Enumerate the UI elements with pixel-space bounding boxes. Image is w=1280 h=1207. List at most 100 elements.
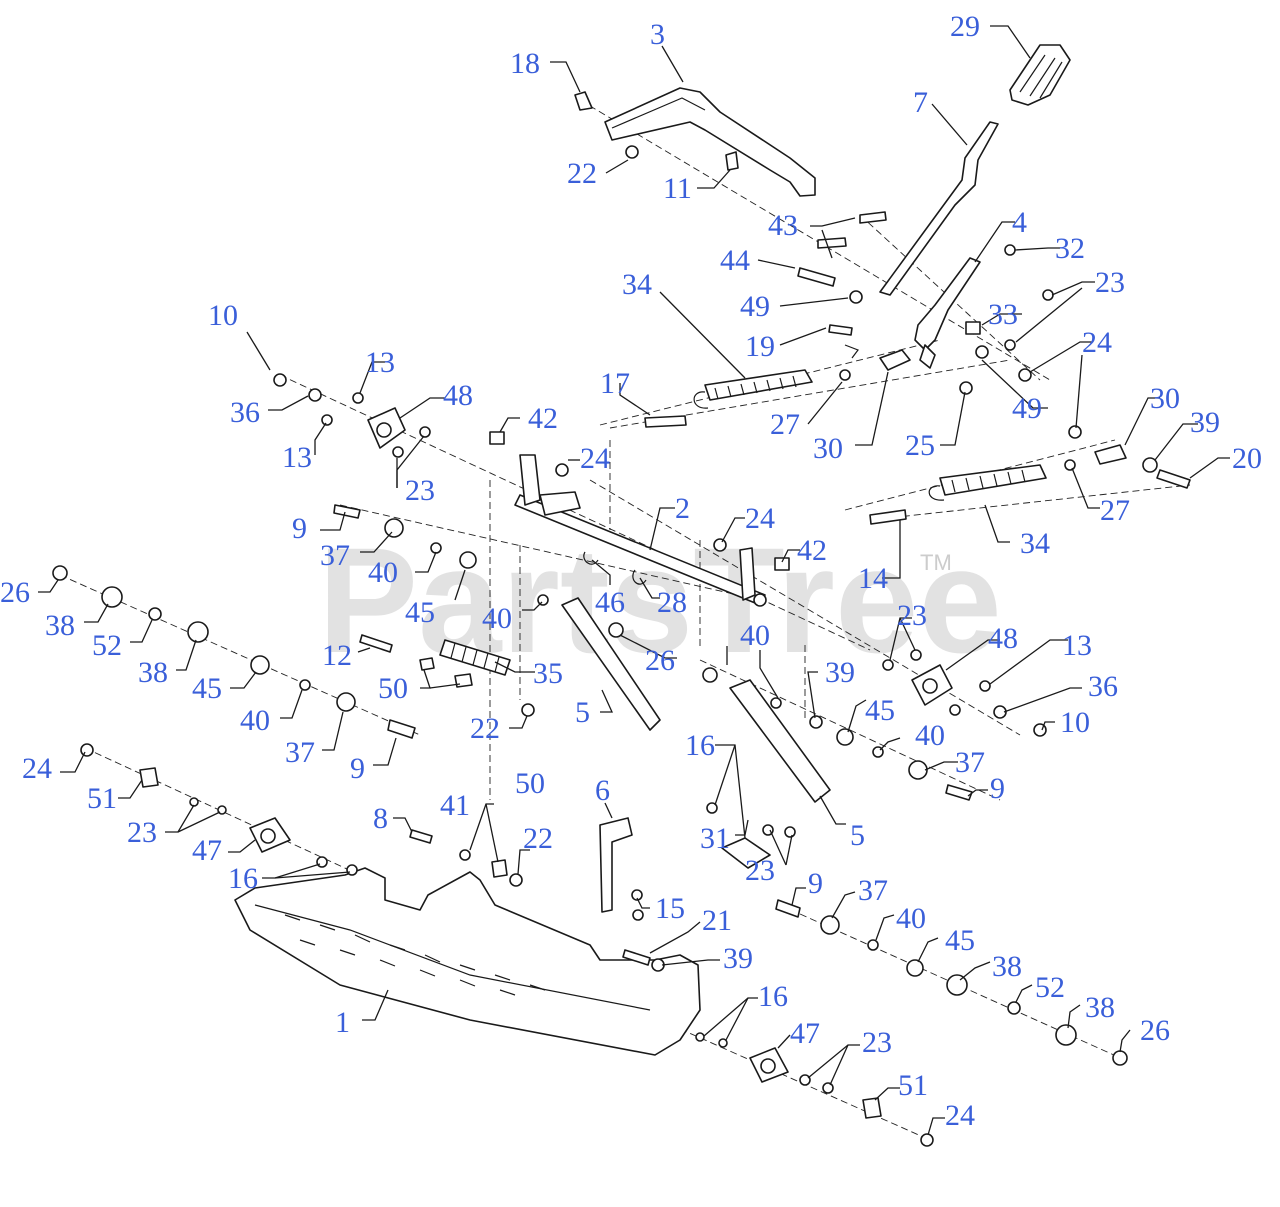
callout-42: 42 <box>528 402 558 435</box>
callout-13: 13 <box>1062 629 1092 662</box>
callout-11: 11 <box>663 172 692 205</box>
callout-14: 14 <box>858 562 888 595</box>
part-37-washer <box>908 760 928 780</box>
callout-23: 23 <box>405 474 435 507</box>
part-5-link-arm <box>729 679 831 803</box>
part-37-washer <box>820 915 840 935</box>
part-50-spacer <box>419 657 435 671</box>
part-40-washer <box>867 939 879 951</box>
part-6-bracket <box>599 817 633 913</box>
part-24-nut <box>80 743 94 757</box>
part-14-pin <box>869 509 907 525</box>
part-26-nut <box>1112 1050 1128 1066</box>
part-23-nut <box>882 659 894 671</box>
part-9-bolt <box>333 504 361 519</box>
part-23-nut <box>419 426 431 438</box>
callout-9: 9 <box>350 752 365 785</box>
callout-20: 20 <box>1232 442 1262 475</box>
callout-9: 9 <box>808 867 823 900</box>
part-50-spacer <box>454 673 473 688</box>
callout-37: 37 <box>858 874 888 907</box>
callout-26: 26 <box>1140 1014 1170 1047</box>
part-25-nut <box>959 381 973 395</box>
part-23-nut <box>784 826 796 838</box>
callout-40: 40 <box>482 602 512 635</box>
callout-45: 45 <box>945 924 975 957</box>
callout-8: 8 <box>373 802 388 835</box>
callout-38: 38 <box>992 950 1022 983</box>
callout-18: 18 <box>510 47 540 80</box>
callout-27: 27 <box>1100 494 1130 527</box>
part-16-pin <box>346 864 358 876</box>
callout-16: 16 <box>685 729 715 762</box>
part-35-spring <box>439 639 511 676</box>
callout-37: 37 <box>285 736 315 769</box>
part-23-nut <box>1004 339 1016 351</box>
callout-50: 50 <box>378 672 408 705</box>
part-27-washer <box>839 369 851 381</box>
callout-28: 28 <box>657 586 687 619</box>
callout-51: 51 <box>898 1069 928 1102</box>
callout-5: 5 <box>850 819 865 852</box>
callout-52: 52 <box>92 629 122 662</box>
callout-23: 23 <box>862 1026 892 1059</box>
callout-27: 27 <box>770 408 800 441</box>
callout-41: 41 <box>440 789 470 822</box>
callout-3: 3 <box>650 18 665 51</box>
part-26-nut <box>608 622 624 638</box>
part-1-foot-deck <box>234 867 701 1056</box>
part-9-bolt <box>775 899 801 918</box>
part-42-bolt <box>774 557 790 571</box>
callout-35: 35 <box>533 657 563 690</box>
callout-39: 39 <box>825 656 855 689</box>
part-52-spacer <box>148 607 162 621</box>
part-13-bolt <box>352 392 364 404</box>
callout-43: 43 <box>768 209 798 242</box>
callout-31: 31 <box>700 822 730 855</box>
callout-45: 45 <box>192 672 222 705</box>
part-15-bolt <box>632 909 644 921</box>
part-28-clip <box>632 569 647 585</box>
callout-22: 22 <box>567 157 597 190</box>
part-18-bolt <box>574 91 593 111</box>
part-23-nut <box>910 649 922 661</box>
part-43-bolt <box>859 211 887 224</box>
callout-23: 23 <box>127 816 157 849</box>
part-32-nut <box>1004 244 1016 256</box>
callout-48: 48 <box>988 622 1018 655</box>
callout-23: 23 <box>745 854 775 887</box>
part-37-washer <box>384 518 404 538</box>
part-9-bolt <box>945 784 973 801</box>
callout-38: 38 <box>45 609 75 642</box>
part-52-spacer <box>1007 1001 1021 1015</box>
part-22-nut <box>625 145 639 159</box>
part-5-link-arm <box>561 597 661 731</box>
callout-40: 40 <box>896 902 926 935</box>
callout-22: 22 <box>470 712 500 745</box>
callout-22: 22 <box>523 822 553 855</box>
part-19-bolt <box>828 324 853 336</box>
part-42-bolt <box>489 431 505 445</box>
callout-23: 23 <box>897 599 927 632</box>
callout-26: 26 <box>645 644 675 677</box>
callout-33: 33 <box>988 298 1018 331</box>
part-30-pivot <box>879 349 911 371</box>
callout-29: 29 <box>950 10 980 43</box>
part-12-bolt <box>359 634 393 653</box>
callout-37: 37 <box>320 539 350 572</box>
callout-24: 24 <box>580 442 610 475</box>
callout-45: 45 <box>405 596 435 629</box>
callout-13: 13 <box>282 441 312 474</box>
callout-46: 46 <box>595 586 625 619</box>
callout-24: 24 <box>745 502 775 535</box>
part-24-nut <box>1068 425 1082 439</box>
callout-24: 24 <box>1082 326 1112 359</box>
part-17-pin <box>644 415 687 428</box>
callout-52: 52 <box>1035 971 1065 1004</box>
callout-25: 25 <box>905 429 935 462</box>
part-13-bolt <box>979 680 991 692</box>
part-24-nut <box>1018 368 1032 382</box>
part-45-bearing <box>906 959 924 977</box>
callout-26: 26 <box>0 576 30 609</box>
callout-36: 36 <box>1088 670 1118 703</box>
